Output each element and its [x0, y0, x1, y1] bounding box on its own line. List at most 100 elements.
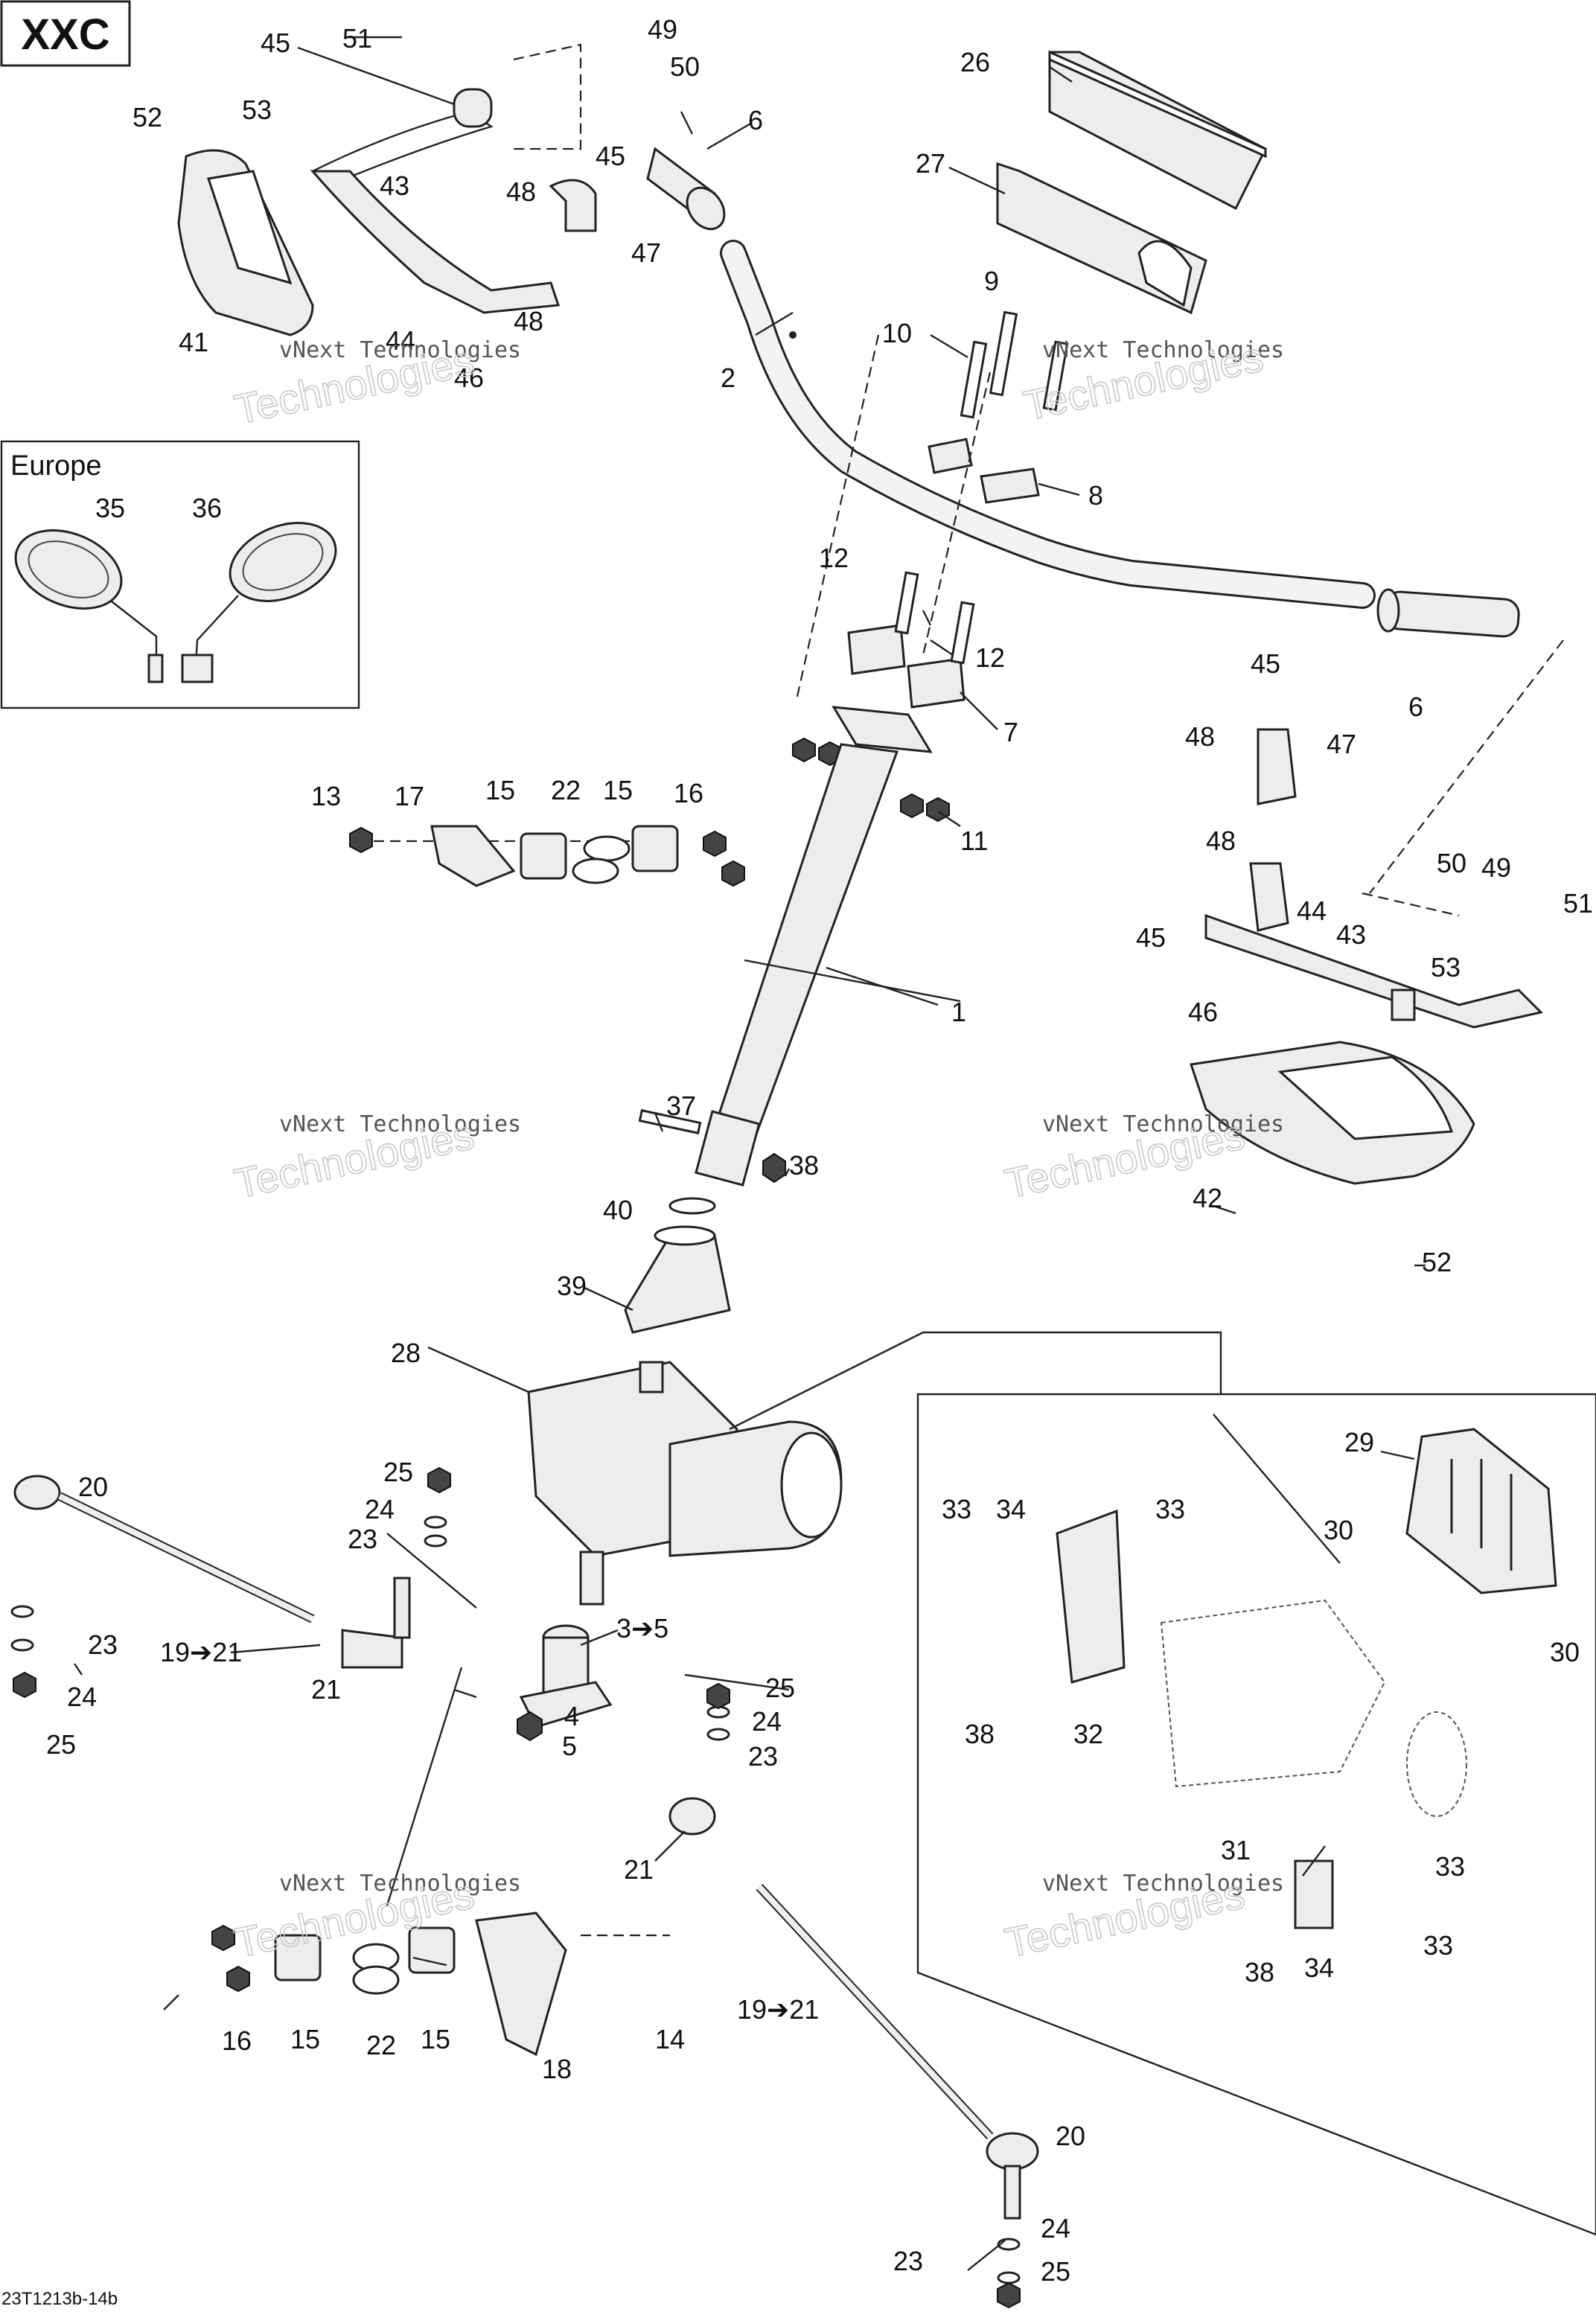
pitman-arm [517, 1624, 613, 1742]
callout: 1 [951, 997, 966, 1027]
watermark-text: vNext Technologies [1042, 1111, 1284, 1137]
callout: 16 [222, 2025, 252, 2056]
hand-guard-right [1190, 1041, 1475, 1185]
diagram-code: 23T1213b-14b [1, 2289, 118, 2309]
boot-assembly-upper [349, 825, 745, 887]
callout: 24 [365, 1494, 395, 1524]
heat-shield-29 [1405, 1428, 1557, 1594]
callout: 46 [454, 363, 484, 393]
callout: 17 [395, 781, 424, 811]
inset-pointer [729, 1331, 1222, 1431]
callout: 23 [88, 1629, 118, 1660]
callout: 38 [789, 1150, 819, 1181]
grip-right [1376, 588, 1520, 638]
callout: 21 [624, 1854, 654, 1885]
bar-cover-26 [1048, 50, 1268, 211]
callout: 40 [603, 1195, 633, 1225]
callout: 30 [1550, 1637, 1580, 1667]
watermark-text: vNext Technologies [1042, 337, 1284, 363]
callout: 48 [514, 306, 543, 336]
callout: 39 [557, 1271, 587, 1301]
inset-frame-lower [916, 1393, 1596, 2236]
callout: 8 [1088, 480, 1103, 511]
callout: 45 [596, 141, 625, 171]
nuts-11 [792, 737, 950, 823]
callout: 45 [261, 28, 290, 58]
callout: 44 [1297, 895, 1327, 926]
callout: 49 [648, 14, 677, 45]
callout: 48 [506, 176, 536, 207]
watermark-text: vNext Technologies [279, 1871, 521, 1897]
bracket-32 [1056, 1509, 1126, 1684]
handlebar [720, 240, 1376, 609]
callout: 33 [942, 1494, 971, 1524]
europe-inset-label: Europe [10, 450, 102, 482]
callout: 44 [386, 325, 415, 356]
tie-rod-left [13, 1475, 411, 1669]
callout: 53 [1431, 952, 1461, 983]
callout: 15 [485, 775, 515, 805]
tie-rod-right [668, 1797, 1039, 2220]
callout: 32 [1073, 1719, 1103, 1749]
hand-guard-left [177, 149, 314, 336]
bar-pad-27 [996, 162, 1207, 315]
callout: 29 [1344, 1427, 1374, 1457]
callout: 30 [1324, 1515, 1353, 1545]
callout: 19➔21 [160, 1637, 242, 1667]
callout: 37 [666, 1090, 696, 1121]
callout-labels: 51 45 49 50 26 52 53 6 43 48 45 27 47 48… [46, 14, 1593, 2287]
callout: 24 [1041, 2213, 1070, 2244]
callout: 22 [366, 2030, 396, 2060]
callout: 23 [748, 1741, 778, 1772]
callout: 15 [421, 2024, 450, 2054]
power-steering-unit [527, 1361, 843, 1606]
callout: 34 [996, 1494, 1026, 1524]
callout: 9 [984, 266, 999, 296]
callout: 50 [1437, 848, 1466, 878]
callout: 5 [562, 1731, 577, 1761]
callout: 10 [882, 318, 912, 348]
dash-guide-1 [513, 43, 582, 150]
callout: 52 [1422, 1247, 1452, 1277]
callout: 33 [1435, 1851, 1465, 1882]
callout: 49 [1481, 852, 1511, 883]
callout: 25 [46, 1729, 76, 1760]
callout: 25 [383, 1457, 413, 1487]
callout: 23 [893, 2246, 923, 2276]
callout: 25 [1041, 2256, 1070, 2287]
callout: 22 [551, 775, 581, 805]
callout: 11 [960, 826, 988, 856]
callout: 47 [631, 237, 661, 268]
callout: 23 [348, 1524, 377, 1554]
callout: 48 [1206, 826, 1236, 856]
callout: 21 [311, 1674, 341, 1705]
callout: 7 [1003, 717, 1018, 747]
callout: 36 [192, 493, 222, 523]
boot-assembly-lower [211, 1912, 567, 2057]
callout: 45 [1136, 922, 1166, 953]
clamp-top-8 [928, 438, 1040, 504]
mirror-right [181, 522, 337, 683]
watermark-text: vNext Technologies [279, 337, 521, 363]
callout: 24 [752, 1706, 782, 1737]
callout: 24 [67, 1682, 97, 1712]
callout: 14 [655, 2024, 685, 2054]
callout: 48 [1185, 721, 1215, 752]
bracket-31 [1294, 1859, 1334, 1929]
callout: 3➔5 [616, 1613, 668, 1644]
callout: 27 [916, 148, 945, 179]
leader-lines [74, 36, 1426, 2271]
guard-brace-left [310, 88, 597, 314]
callout: 28 [391, 1338, 421, 1368]
callout: 12 [975, 642, 1005, 673]
callout: 13 [311, 781, 341, 811]
callout: 43 [380, 170, 409, 201]
callout: 6 [1408, 692, 1423, 722]
callout: 16 [674, 778, 703, 808]
callout: 45 [1251, 648, 1280, 679]
callout: 41 [179, 327, 208, 357]
callout: 25 [765, 1673, 795, 1703]
callout: 12 [819, 543, 849, 573]
callout: 15 [290, 2024, 320, 2054]
